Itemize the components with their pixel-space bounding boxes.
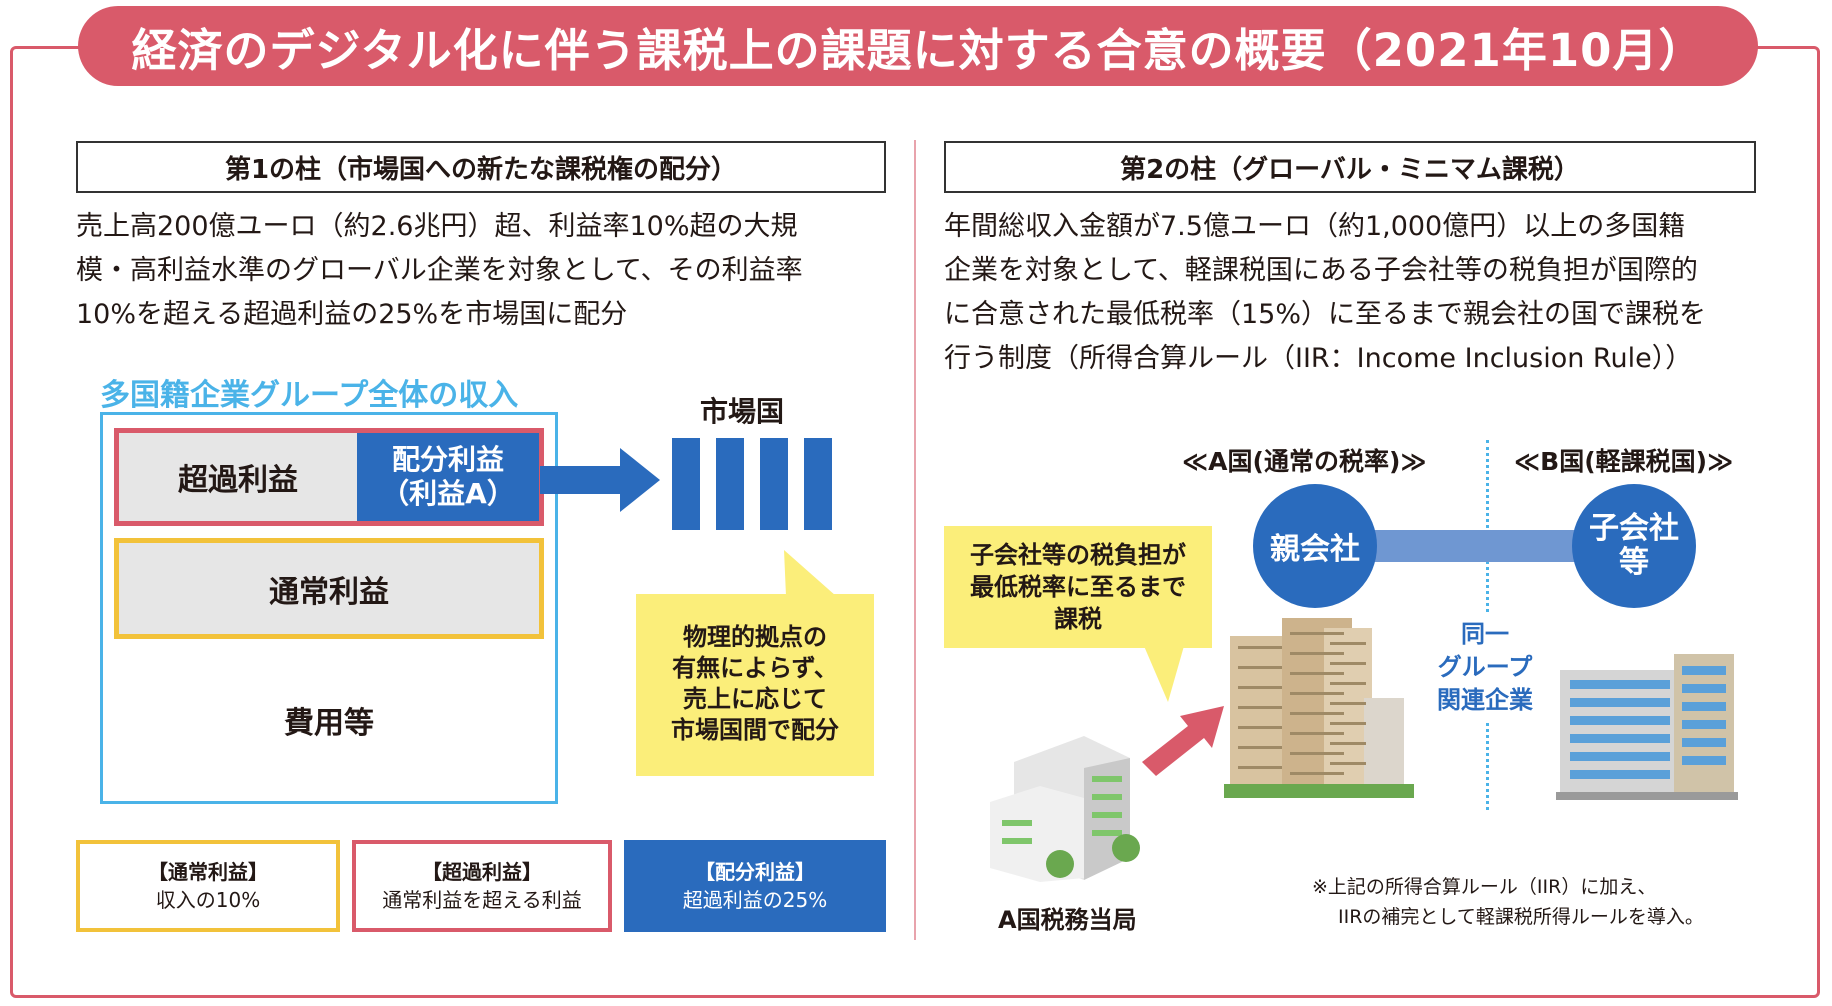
allocation-arrow: [540, 448, 660, 512]
footnote-line: IIRの補完として軽課税所得ルールを導入。: [1338, 906, 1704, 928]
normal-profit-label: 通常利益: [114, 538, 544, 639]
parent-company-building-icon: [1224, 618, 1414, 798]
subsidiary-circle: 子会社 等: [1572, 484, 1696, 608]
tax-authority-label: A国税務当局: [998, 906, 1137, 934]
country-b-label: ≪B国(軽課税国)≫: [1514, 447, 1734, 476]
market-country-label: 市場国: [700, 395, 785, 428]
legend-normal-profit: 【通常利益】 収入の10%: [76, 840, 340, 932]
legend-text: 通常利益を超える利益: [382, 888, 582, 912]
tax-callout-bubble: [944, 526, 1212, 702]
allocated-profit-label: 配分利益 （利益A）: [357, 433, 539, 521]
legend-excess-profit: 【超過利益】 通常利益を超える利益: [352, 840, 612, 932]
legend-allocated-profit: 【配分利益】 超過利益の25%: [624, 840, 886, 932]
pillar2-description-line: 行う制度（所得合算ルール（IIR：Income Inclusion Rule））: [944, 343, 1693, 374]
pillar1-description-line: 売上高200億ユーロ（約2.6兆円）超、利益率10%超の大規: [76, 211, 798, 242]
market-countries-icon: [672, 438, 832, 530]
tax-callout-text: 子会社等の税負担が 最低税率に至るまで 課税: [970, 541, 1186, 633]
pillar1-heading: 第1の柱（市場国への新たな課税権の配分）: [76, 141, 886, 193]
market-callout-text: 物理的拠点の 有無によらず、 売上に応じて 市場国間で配分: [671, 623, 839, 744]
legend-title: 【配分利益】: [695, 860, 815, 884]
legend-title: 【超過利益】: [422, 860, 542, 884]
group-income-label: 多国籍企業グループ全体の収入: [100, 378, 519, 413]
tax-authority-building-icon: [990, 736, 1140, 882]
expenses-label: 費用等: [284, 706, 374, 741]
country-a-label: ≪A国(通常の税率)≫: [1182, 447, 1427, 476]
pillar1-description: 売上高200億ユーロ（約2.6兆円）超、利益率10%超の大規 模・高利益水準のグ…: [76, 205, 803, 337]
legend-text: 超過利益の25%: [682, 888, 828, 912]
footnote-line: ※上記の所得合算ルール（IIR）に加え、: [1312, 876, 1657, 898]
pillar-divider: [914, 140, 916, 940]
taxation-arrow: [1142, 706, 1224, 776]
pillar2-description: 年間総収入金額が7.5億ユーロ（約1,000億円）以上の多国籍 企業を対象として…: [944, 205, 1706, 381]
pillar1-description-line: 模・高利益水準のグローバル企業を対象として、その利益率: [76, 255, 803, 286]
excess-profit-label: 超過利益: [119, 433, 357, 521]
pillar2-description-line: に合意された最低税率（15%）に至るまで親会社の国で課税を: [944, 299, 1707, 330]
legend-title: 【通常利益】: [148, 860, 268, 884]
same-group-label: 同一 グループ 関連企業: [1410, 612, 1560, 722]
pillar1-description-line: 10%を超える超過利益の25%を市場国に配分: [76, 299, 628, 330]
pillar2-footnote: ※上記の所得合算ルール（IIR）に加え、 IIRの補完として軽課税所得ルールを導…: [1312, 872, 1704, 932]
subsidiary-building-icon: [1556, 654, 1738, 800]
parent-company-circle: 親会社: [1253, 484, 1377, 608]
page-title: 経済のデジタル化に伴う課税上の課題に対する合意の概要（2021年10月）: [78, 6, 1758, 86]
group-link-bar: [1370, 530, 1610, 562]
pillar2-description-line: 企業を対象として、軽課税国にある子会社等の税負担が国際的: [944, 255, 1698, 286]
pillar2-description-line: 年間総収入金額が7.5億ユーロ（約1,000億円）以上の多国籍: [944, 211, 1686, 242]
group-income-box: [100, 412, 558, 804]
market-callout-bubble: [636, 550, 874, 776]
pillar2-heading: 第2の柱（グローバル・ミニマム課税）: [944, 141, 1756, 193]
legend-text: 収入の10%: [155, 888, 261, 912]
